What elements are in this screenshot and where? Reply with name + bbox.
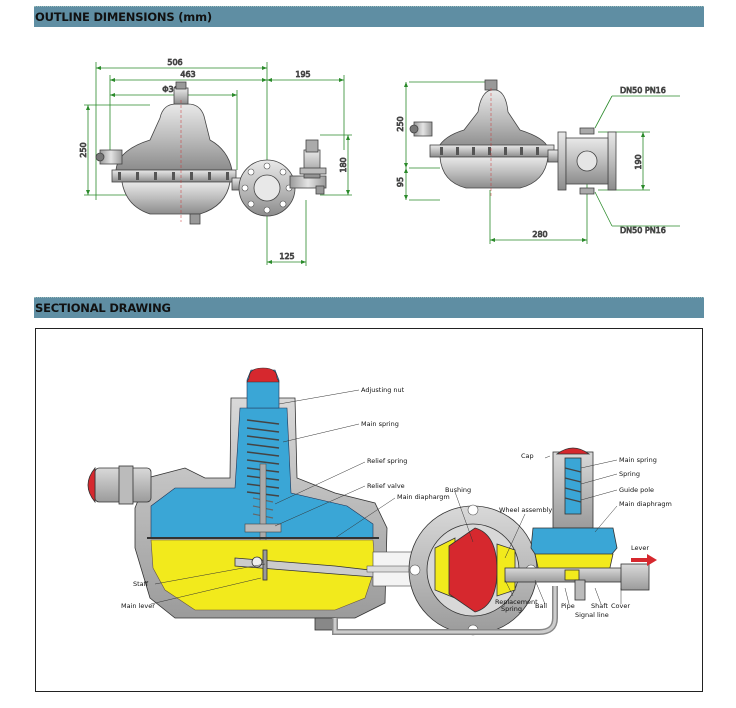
dim-365: Φ365 (162, 85, 184, 94)
label-pipe: Pipe (561, 602, 575, 610)
label-pilot-main-diaphragm: Main diaphragm (619, 500, 672, 508)
adjusting-nut-red (246, 367, 280, 383)
front-regulator-body (95, 81, 237, 225)
label-replacement-line1: Replacement (495, 598, 538, 606)
label-relief-spring: Relief spring (367, 457, 407, 465)
dim-250-side: 250 (396, 116, 405, 131)
sectional-drawing-frame (35, 328, 703, 692)
label-main-lever: Main lever (121, 602, 155, 610)
dim-190: 190 (634, 154, 643, 169)
sectional-drawing: Adjusting nut Main spring Relief spring … (87, 367, 672, 636)
label-staff: Staff (133, 580, 149, 588)
label-replacement-spring: Replacement Spring (495, 598, 540, 613)
side-dimension-lines (405, 81, 680, 244)
label-cover: Cover (611, 602, 630, 610)
section-header-outline: OUTLINE DIMENSIONS (mm) (34, 6, 704, 27)
label-signal-line: Signal line (575, 611, 609, 619)
label-main-spring: Main spring (361, 420, 399, 428)
label-bushing: Bushing (445, 486, 471, 494)
dim-180: 180 (339, 157, 348, 172)
side-valve-body (547, 127, 617, 195)
side-dimension-arrows (404, 82, 645, 242)
front-flange (231, 159, 296, 217)
relief-valve-disc (244, 523, 282, 533)
label-spring: Spring (619, 470, 640, 478)
valve-body (408, 504, 538, 636)
label-adjusting-nut: Adjusting nut (361, 386, 405, 394)
lever-arrow (631, 554, 657, 566)
label-ball: Ball (535, 602, 547, 610)
flange-label-top: DN50 PN16 (620, 86, 666, 95)
outline-drawings: 506 463 195 Φ365 250 180 125 (79, 58, 680, 266)
pilot-regulator (504, 447, 650, 601)
dim-125: 125 (279, 252, 294, 261)
label-main-diaphragm: Main diaphargm (397, 493, 450, 501)
label-guide-pole: Guide pole (619, 486, 654, 494)
dim-506: 506 (167, 58, 182, 67)
dim-280: 280 (532, 230, 547, 239)
dim-463: 463 (180, 70, 195, 79)
label-cap: Cap (521, 452, 534, 460)
flange-label-bottom: DN50 PN16 (620, 226, 666, 235)
section-title-outline: OUTLINE DIMENSIONS (mm) (35, 10, 212, 24)
label-replacement-line2: Spring (501, 605, 522, 613)
label-shaft: Shaft (591, 602, 608, 610)
dim-195: 195 (295, 70, 310, 79)
label-lever: Lever (631, 544, 649, 552)
dim-250-front: 250 (79, 142, 88, 157)
front-pilot (289, 139, 327, 195)
label-pilot-main-spring: Main spring (619, 456, 657, 464)
dim-95: 95 (396, 177, 405, 187)
section-title-sectional: SECTIONAL DRAWING (35, 301, 171, 315)
front-dimension-arrows (86, 66, 350, 264)
callout-leaders (150, 389, 622, 605)
label-relief-valve: Relief valve (367, 482, 405, 490)
label-wheel-assembly: Wheel assembly (499, 506, 552, 514)
side-regulator-body (409, 79, 555, 196)
front-view: 506 463 195 Φ365 250 180 125 (79, 58, 352, 266)
side-view: 250 95 190 280 DN50 PN16 DN50 PN16 (396, 79, 680, 244)
section-header-sectional: SECTIONAL DRAWING (34, 297, 704, 318)
